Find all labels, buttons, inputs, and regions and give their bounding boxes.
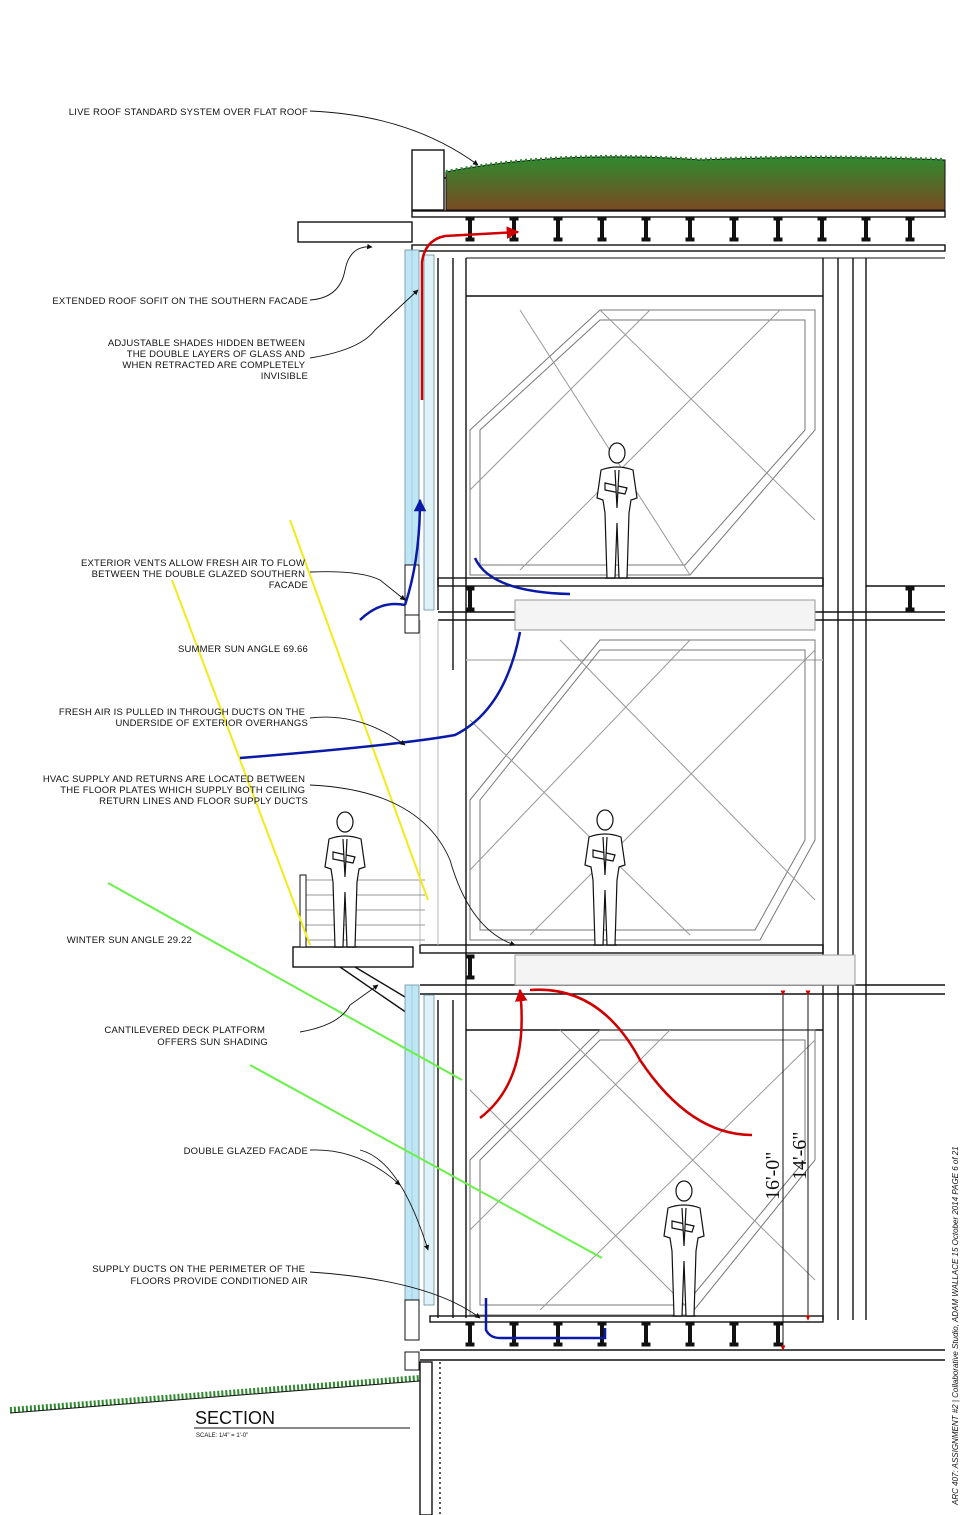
note-double-glazed: DOUBLE GLAZED FACADE [184, 1146, 308, 1157]
note-vents: EXTERIOR VENTS ALLOW FRESH AIR TO FLOW B… [81, 558, 308, 591]
drawing-scale: SCALE: 1/4" = 1'-0" [196, 1433, 248, 1439]
leader-lines [194, 110, 516, 1429]
building-structure [292, 149, 946, 1515]
double-glazed-facade [404, 249, 439, 1371]
summer-sun-line-1 [289, 519, 429, 901]
fresh-air-flow-lower [239, 631, 522, 760]
note-fresh-air: FRESH AIR IS PULLED IN THROUGH DUCTS ON … [59, 707, 308, 729]
note-roof-sofit: EXTENDED ROOF SOFIT ON THE SOUTHERN FACA… [52, 296, 308, 307]
deck-railing [299, 874, 425, 948]
supply-duct-flow [484, 1298, 607, 1340]
note-winter-sun: WINTER SUN ANGLE 29.22 [67, 935, 192, 946]
annotations: LIVE ROOF STANDARD SYSTEM OVER FLAT ROOF… [43, 107, 308, 1287]
winter-sun-line-2 [249, 1064, 603, 1259]
roof-joists [465, 216, 915, 242]
live-roof [445, 154, 946, 211]
drawing-title: SECTION [195, 1408, 275, 1428]
note-deck: CANTILEVERED DECK PLATFORM OFFERS SUN SH… [104, 1025, 268, 1048]
note-supply-ducts: SUPPLY DUCTS ON THE PERIMETER OF THE FLO… [92, 1264, 308, 1287]
dimension-floor-to-floor: 16'-0" [762, 1152, 784, 1200]
note-summer-sun: SUMMER SUN ANGLE 69.66 [178, 644, 308, 655]
winter-sun-line-1 [107, 882, 463, 1081]
ground-grass [9, 1375, 421, 1414]
dimension-lines [780, 990, 811, 1351]
airflow-arrows [239, 226, 753, 1340]
note-hvac: HVAC SUPPLY AND RETURNS ARE LOCATED BETW… [43, 774, 308, 807]
summer-sun-line-2 [171, 579, 311, 946]
note-live-roof: LIVE ROOF STANDARD SYSTEM OVER FLAT ROOF [69, 107, 308, 118]
floor-ducts [514, 599, 856, 986]
sheet-info: ARC 407: ASSIGNMENT #2 | Collaborative S… [951, 1146, 960, 1506]
note-shades: ADJUSTABLE SHADES HIDDEN BETWEEN THE DOU… [108, 338, 308, 382]
interior-screen-pattern [469, 309, 816, 1316]
sun-angle-lines [107, 519, 603, 1259]
supply-air-flow-roof [420, 226, 520, 400]
dimension-floor-to-ceiling: 14'-6" [789, 1132, 811, 1180]
fresh-air-flow-upper [403, 498, 427, 606]
